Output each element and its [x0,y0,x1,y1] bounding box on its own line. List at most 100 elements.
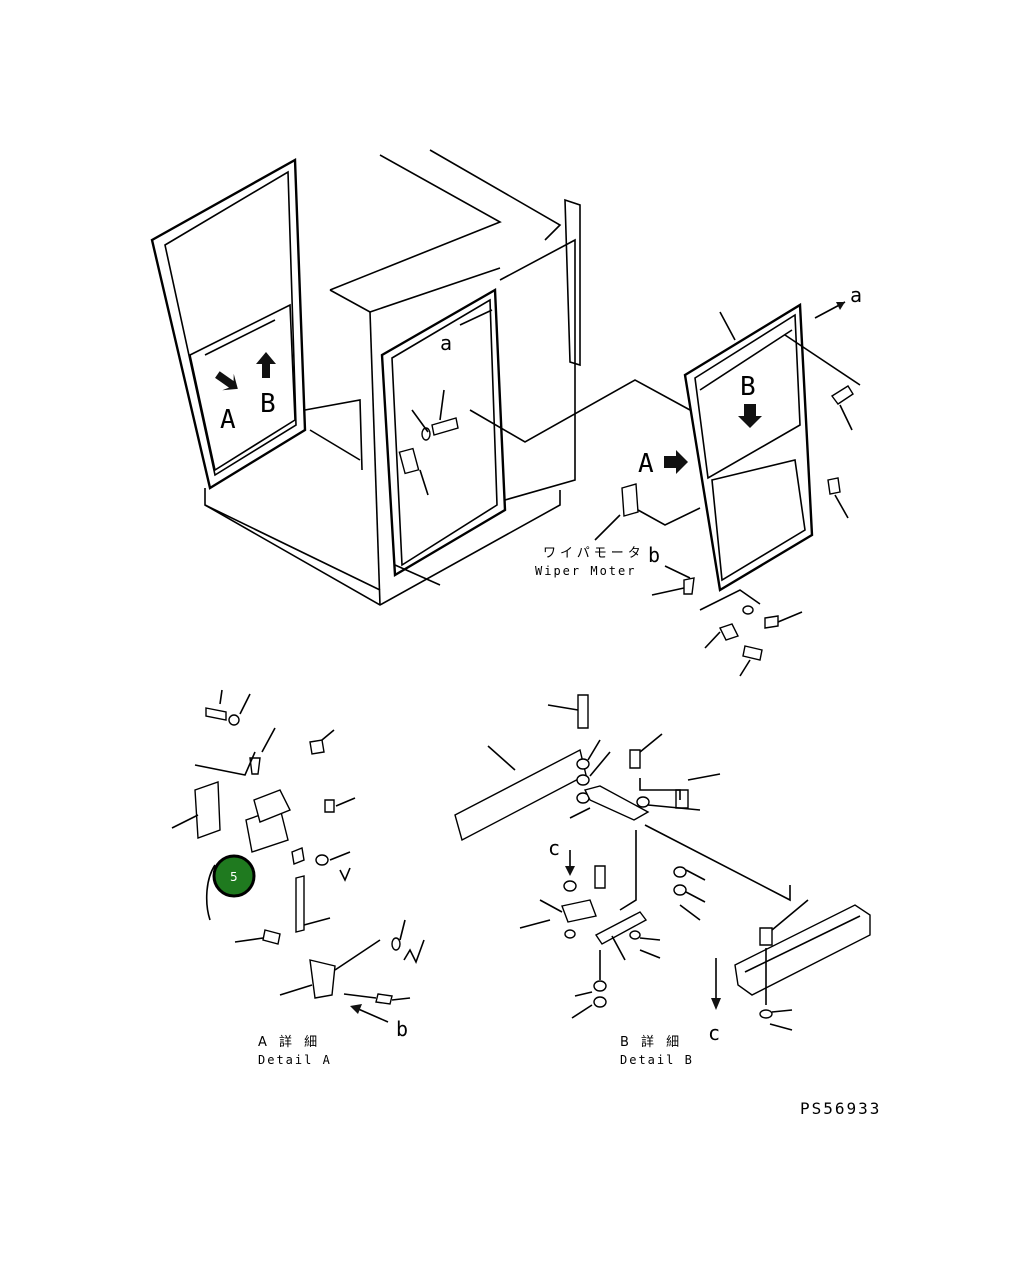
detail-b-screw-2 [675,789,689,809]
detail-b-spring [519,919,551,929]
detail-a-bolt-3 [375,993,393,1005]
leader-line [487,745,516,771]
detail-b-label-c-lower: c [708,1021,720,1045]
detail-a-title-jp: A 詳 細 [258,1034,321,1050]
door-bottom-washer [742,605,754,615]
detail-b-long-bolt [577,694,589,729]
cab-left-door-inner [164,170,297,477]
leader-line [411,409,429,433]
door-arrow-a-top-icon [836,302,845,310]
detail-b-link [594,911,648,945]
cab-roof-rear [429,149,562,241]
leader-line [639,949,661,959]
drawing-code: PS56933 [800,1099,881,1118]
cab-interior-edge-2 [309,429,361,461]
detail-b-title-en: Detail B [620,1053,694,1067]
door-latch-part [683,577,695,595]
leader-line [355,1007,389,1023]
overview-label-a-small: a [440,331,452,355]
door-bolt-right [830,385,854,405]
leader-line [261,727,276,753]
cab-floor [204,488,561,606]
detail-b-title-jp: B 詳 細 [620,1034,683,1050]
door-upper-window [694,313,801,480]
detail-a-leader-box [194,751,256,776]
callout-leader [205,864,216,921]
door-detail: B A a ワイパモータ Wiper Moter b [535,283,862,677]
leader-line [171,814,199,829]
leader-line [611,935,626,961]
leader-line [664,565,691,579]
overview-label-a: A [220,405,236,435]
detail-b-washer-5 [629,930,641,940]
detail-b-washer-4 [564,929,576,939]
door-bolt [431,417,459,436]
leader-line [239,693,251,715]
leader-cab-to-door [469,379,691,443]
leader-line [335,797,356,807]
leader-line [589,751,611,777]
detail-a-cap [309,739,325,755]
leader-line [303,917,331,926]
leader-line [704,631,721,649]
callout-5-badge[interactable] [212,854,256,898]
wiper-motor-label-jp: ワイパモータ [543,546,645,561]
detail-a-label-b: b [396,1017,408,1041]
leader-line [399,919,406,941]
leader-line [334,939,381,971]
leader-line [321,729,335,741]
leader-line [771,899,809,931]
detail-b-washer-8 [759,1009,773,1019]
wiper-motor-part [621,483,639,517]
overview-label-b: B [260,389,276,419]
leader-line [685,891,706,903]
detail-b-washer-6 [673,866,687,878]
detail-b-bolt-2 [594,865,606,889]
door-inner-line [699,329,793,391]
detail-b-screw [629,749,641,769]
detail-a-hinge-top [253,789,291,823]
leader-line [639,937,661,941]
callout-5-number[interactable]: 5 [230,870,238,884]
detail-b-label-c-upper: c [548,836,560,860]
leader-line [739,659,751,677]
cab-front-pillar [369,311,381,606]
leader-line [419,469,429,496]
arrow-a-icon [215,371,238,391]
leader-line [839,404,853,431]
cab-left-door-window [189,303,296,472]
leader-line [569,807,591,819]
detail-a-bolt [205,707,227,721]
leader-line [329,851,351,861]
detail-a-pin [295,875,305,933]
detail-a-nut [324,799,335,813]
door-hinge-plate [398,447,420,475]
leader-line [834,494,849,519]
leader-line [784,334,861,386]
leader-line [234,937,264,943]
detail-b-nut-4 [593,996,607,1008]
leader-line [719,311,736,341]
detail-b-rod [583,785,650,821]
leader-line [771,1009,793,1013]
leader-line [687,773,721,781]
leader-line [574,991,593,997]
detail-b-washer [576,758,590,770]
cab-left-latch-bar [204,319,276,356]
detail-b-channel [734,904,871,996]
cab-rear-pillar [564,198,581,367]
leader-line [777,611,803,623]
detail-b-nut-2 [563,880,577,892]
cab-roof-edge [329,154,502,291]
door-bottom-screw [764,615,779,629]
door-bottom-bracket [699,589,761,611]
door-nut-right [827,477,841,495]
detail-a-title-en: Detail A [258,1053,332,1067]
leader-line [459,309,493,326]
detail-b-plate [561,899,597,923]
leader-line [219,689,223,705]
detail-b-frame-line [644,824,791,902]
detail-a: b 5 A 詳 細 Detail A [171,689,425,1067]
detail-b-bolt-3 [759,927,773,946]
